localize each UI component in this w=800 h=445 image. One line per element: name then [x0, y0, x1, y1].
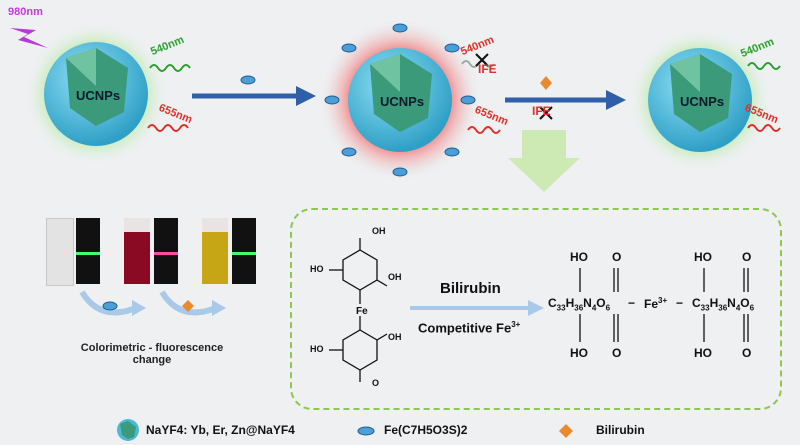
reaction-scheme-top: [10, 18, 781, 192]
fe-center-label: Fe: [356, 306, 368, 317]
ife-label-2: IFE: [532, 104, 551, 118]
legend-icons: [117, 419, 573, 441]
down-arrow: [508, 130, 580, 192]
vial-clear: [46, 218, 74, 286]
legend-bilirubin-label: Bilirubin: [596, 423, 645, 437]
legend-fe-complex-icon: [357, 426, 375, 436]
green-emission-wave: [149, 64, 191, 72]
so3h-top-label: HO: [310, 264, 324, 274]
vial-caption-line2: change: [132, 354, 172, 366]
legend-ucnp-label: NaYF4: Yb, Er, Zn@NaYF4: [146, 423, 295, 437]
o-bottom-right: O: [742, 346, 752, 360]
o-top-right: O: [742, 250, 752, 264]
dash-left: −: [628, 296, 636, 310]
blocked-x-icon: [475, 53, 553, 120]
cooh-top-label: OH: [372, 226, 386, 236]
vial-panel: [46, 218, 266, 286]
so3h-bottom-label: HO: [310, 344, 324, 354]
laser-bolt-icon: [10, 28, 48, 48]
bilirubin-fe-complex: HO O HO O C33H36N4O6 − Fe3+ − C33H36N4O6…: [548, 250, 778, 370]
ucnp-particle-1: [24, 22, 168, 166]
o-bottom-left: O: [612, 346, 622, 360]
vial-yellow: [202, 218, 228, 284]
ucnp-particle-3: [628, 28, 772, 172]
ho-bottom-left: HO: [570, 346, 588, 360]
legend-ucnp-icon: [117, 419, 139, 441]
bilirubin-reagent-label: Bilirubin: [440, 280, 501, 297]
oh-bottom-label: OH: [388, 332, 402, 342]
laser-label: 980nm: [8, 6, 43, 18]
ife-label-1: IFE: [478, 62, 497, 76]
vial-red: [124, 218, 150, 284]
ho-top-left: HO: [570, 250, 588, 264]
competition-arrow: [410, 300, 544, 316]
vial-caption-line1: Colorimetric - fluorescence: [80, 342, 224, 354]
vial-caption: Colorimetric - fluorescence change: [52, 342, 252, 366]
o-top-left: O: [612, 250, 622, 264]
ucnp-label-1: UCNPs: [76, 88, 121, 103]
formula-left: C33H36N4O6: [548, 296, 611, 313]
legend-bilirubin-icon: [559, 424, 573, 438]
competition-box: [290, 208, 782, 410]
competitive-fe-label: Competitive Fe3+: [418, 320, 521, 336]
ucnp-particle-2: [318, 18, 482, 182]
bilirubin-icon: [540, 76, 552, 90]
bilirubin-icon: [182, 300, 194, 312]
fe-complex-icon: [240, 75, 256, 85]
oh-top-label: OH: [388, 272, 402, 282]
dash-right: −: [676, 296, 684, 310]
legend-fe-complex-label: Fe(C7H5O3S)2: [384, 423, 468, 437]
reaction-arrows: [192, 86, 626, 110]
ho-top-right: HO: [694, 250, 712, 264]
fe-complex-icon: [102, 301, 118, 311]
ucnp-label-3: UCNPs: [680, 94, 725, 109]
cooh-bottom-label: O: [372, 378, 380, 388]
vial-black-3: [232, 218, 256, 284]
red-emission-wave: [147, 124, 189, 132]
fe-complex-icons: [324, 23, 476, 177]
ho-bottom-right: HO: [694, 346, 712, 360]
formula-right: C33H36N4O6: [692, 296, 755, 313]
vial-black-1: [76, 218, 100, 284]
iron-label: Fe3+: [644, 296, 668, 311]
fe-sulfosalicylate-structure: [329, 238, 388, 382]
ucnp-label-2: UCNPs: [380, 94, 425, 109]
vial-black-2: [154, 218, 178, 284]
vial-step-arrows: [79, 290, 226, 316]
